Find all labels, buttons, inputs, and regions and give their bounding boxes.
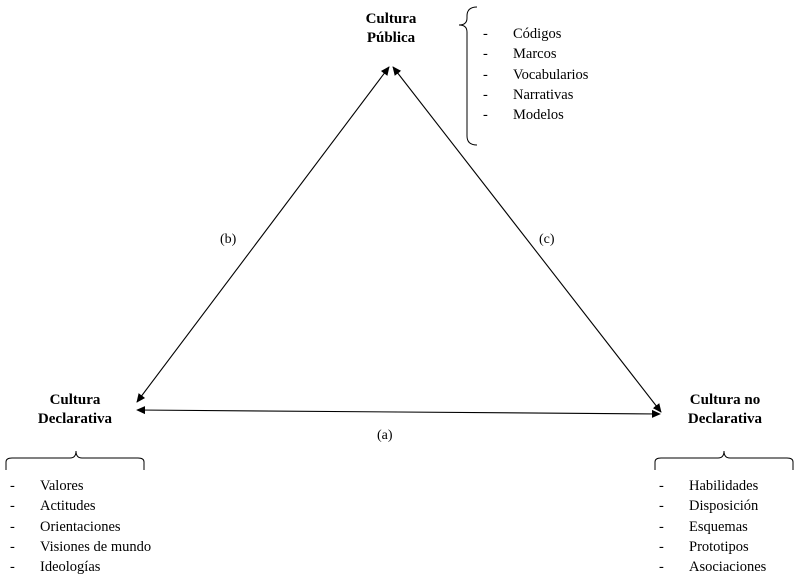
list-item: -Habilidades (659, 478, 759, 494)
list-cultura-declarativa: -Valores -Actitudes -Orientaciones -Visi… (10, 476, 151, 577)
edge-label-b: (b) (220, 232, 237, 247)
edge-label-c: (c) (539, 232, 555, 247)
brace-no-declarativa (654, 450, 794, 470)
brace-publica (458, 6, 478, 146)
list-cultura-publica: -Códigos -Marcos -Vocabularios -Narrativ… (483, 24, 588, 125)
node-title-cultura-declarativa: Cultura Declarativa (20, 391, 130, 429)
node-title-line1: Cultura (365, 11, 417, 27)
edge-label-a: (a) (377, 428, 393, 443)
brace-declarativa (5, 450, 145, 470)
list-item: -Narrativas (483, 86, 574, 103)
list-item: -Actitudes (10, 498, 96, 515)
list-item: -Modelos (483, 107, 564, 124)
list-item: -Valores (10, 478, 84, 494)
list-item: -Vocabularios (483, 66, 589, 83)
list-item: -Asociaciones (659, 559, 767, 576)
node-title-line1: Cultura no (689, 392, 761, 408)
node-title-line2: Declarativa (37, 411, 113, 427)
list-item: -Ideologías (10, 559, 101, 576)
list-item: -Visiones de mundo (10, 538, 152, 555)
edge-b-arrow (136, 66, 390, 403)
node-title-line2: Declarativa (687, 411, 763, 427)
list-item: -Marcos (483, 46, 557, 63)
node-title-line2: Pública (366, 30, 416, 46)
node-title-cultura-publica: Cultura Pública (346, 10, 436, 48)
list-item: -Prototipos (659, 538, 749, 555)
list-item: -Códigos (483, 26, 562, 42)
node-title-cultura-no-declarativa: Cultura no Declarativa (670, 391, 780, 429)
edge-c-arrow (392, 66, 662, 413)
node-title-line1: Cultura (49, 392, 101, 408)
list-item: -Esquemas (659, 518, 748, 535)
edge-a-arrow (136, 406, 661, 418)
list-item: -Disposición (659, 498, 759, 515)
list-cultura-no-declarativa: -Habilidades -Disposición -Esquemas -Pro… (659, 476, 766, 577)
list-item: -Orientaciones (10, 518, 121, 535)
